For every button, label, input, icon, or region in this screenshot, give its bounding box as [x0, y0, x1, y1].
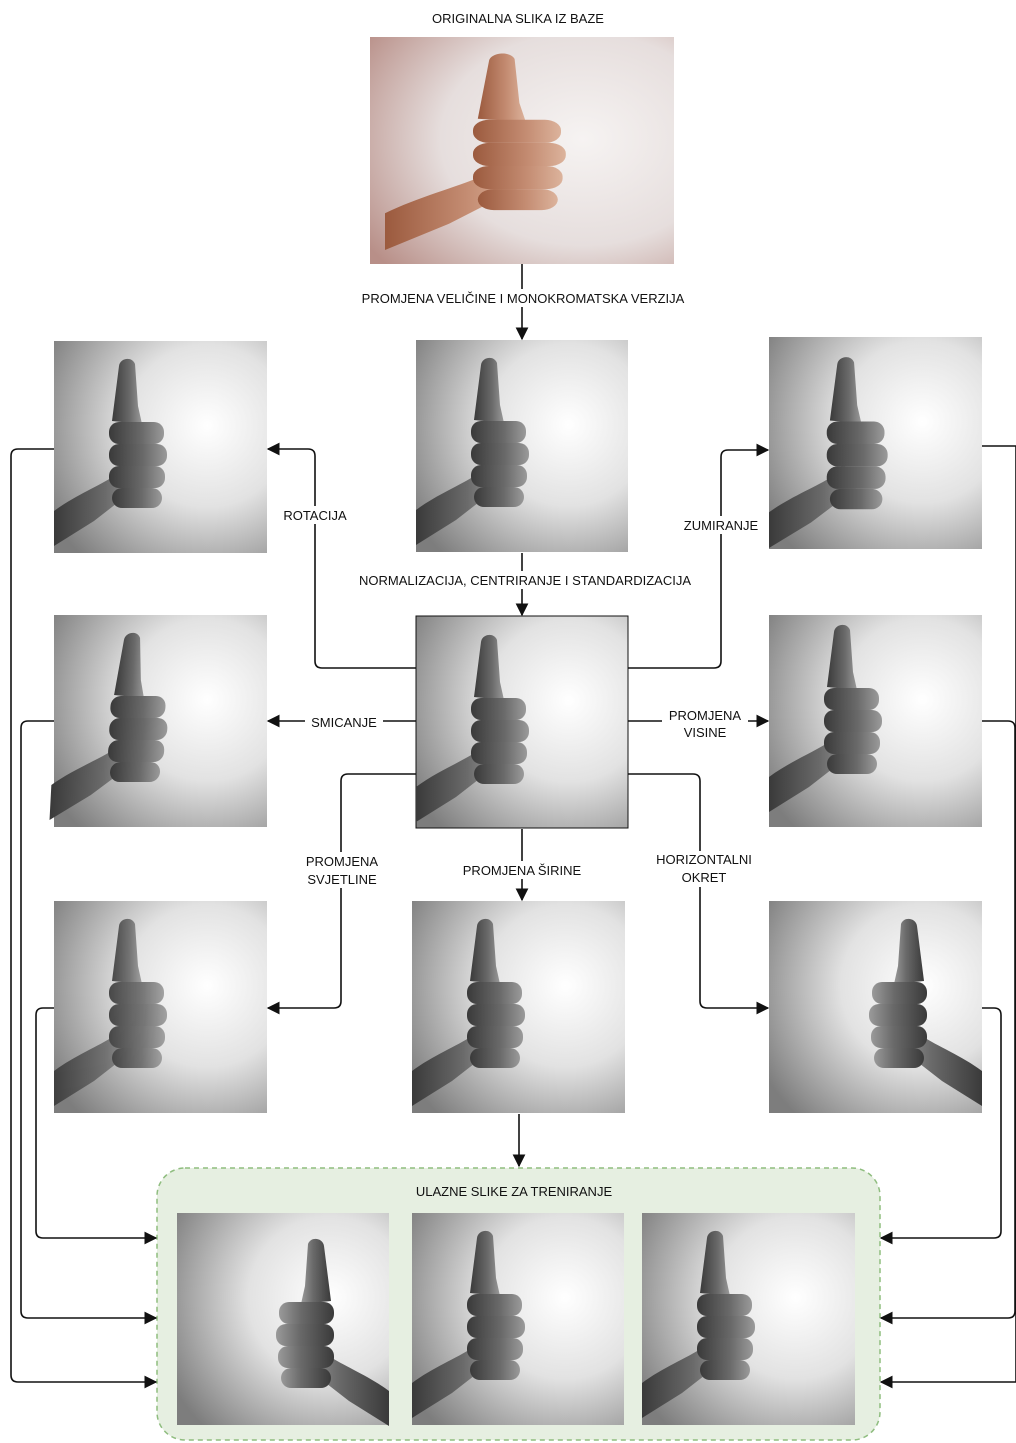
arrow-to-flipped — [628, 773, 770, 1015]
monochrome-image — [416, 340, 628, 552]
training-image-3 — [642, 1213, 855, 1425]
label-brightness-1: PROMJENA — [306, 854, 379, 869]
connector-labels: PROMJENA VELIČINE I MONOKROMATSKA VERZIJ… — [279, 289, 765, 888]
training-image-2 — [412, 1213, 624, 1425]
training-group: ULAZNE SLIKE ZA TRENIRANJE — [156, 1167, 881, 1441]
sheared-image — [49, 615, 267, 827]
original-title: ORIGINALNA SLIKA IZ BAZE — [432, 11, 604, 26]
label-rotation: ROTACIJA — [283, 508, 347, 523]
original-image — [370, 37, 674, 264]
flipped-image — [769, 901, 982, 1113]
rotated-image — [54, 341, 267, 553]
width-shift-image — [412, 901, 625, 1113]
arrow-sheared-to-training — [20, 720, 158, 1325]
label-zoom: ZUMIRANJE — [684, 518, 759, 533]
arrow-zoomed-to-training — [879, 445, 1016, 1389]
label-brightness-2: SVJETLINE — [307, 872, 377, 887]
arrow-brightness-to-training — [35, 1007, 158, 1245]
arrow-to-brightness — [266, 773, 416, 1015]
brightness-image — [54, 901, 267, 1113]
label-flip-1: HORIZONTALNI — [656, 852, 752, 867]
label-resize: PROMJENA VELIČINE I MONOKROMATSKA VERZIJ… — [362, 291, 685, 306]
normalized-image — [415, 615, 629, 829]
label-normalization: NORMALIZACIJA, CENTRIRANJE I STANDARDIZA… — [359, 573, 691, 588]
arrow-rotated-to-training — [10, 448, 158, 1389]
label-flip-2: OKRET — [682, 870, 727, 885]
label-width: PROMJENA ŠIRINE — [463, 863, 582, 878]
arrow-to-zoomed — [628, 443, 770, 669]
training-image-1 — [177, 1213, 389, 1426]
label-shear: SMICANJE — [311, 715, 377, 730]
zoomed-image — [769, 337, 982, 549]
height-shift-image — [769, 615, 982, 827]
label-height-2: VISINE — [684, 725, 727, 740]
label-height-1: PROMJENA — [669, 708, 742, 723]
training-title: ULAZNE SLIKE ZA TRENIRANJE — [416, 1184, 613, 1199]
arrow-to-rotated — [266, 442, 416, 669]
arrow-flipped-to-training — [879, 1007, 1002, 1245]
arrow-height-to-training — [879, 720, 1016, 1325]
